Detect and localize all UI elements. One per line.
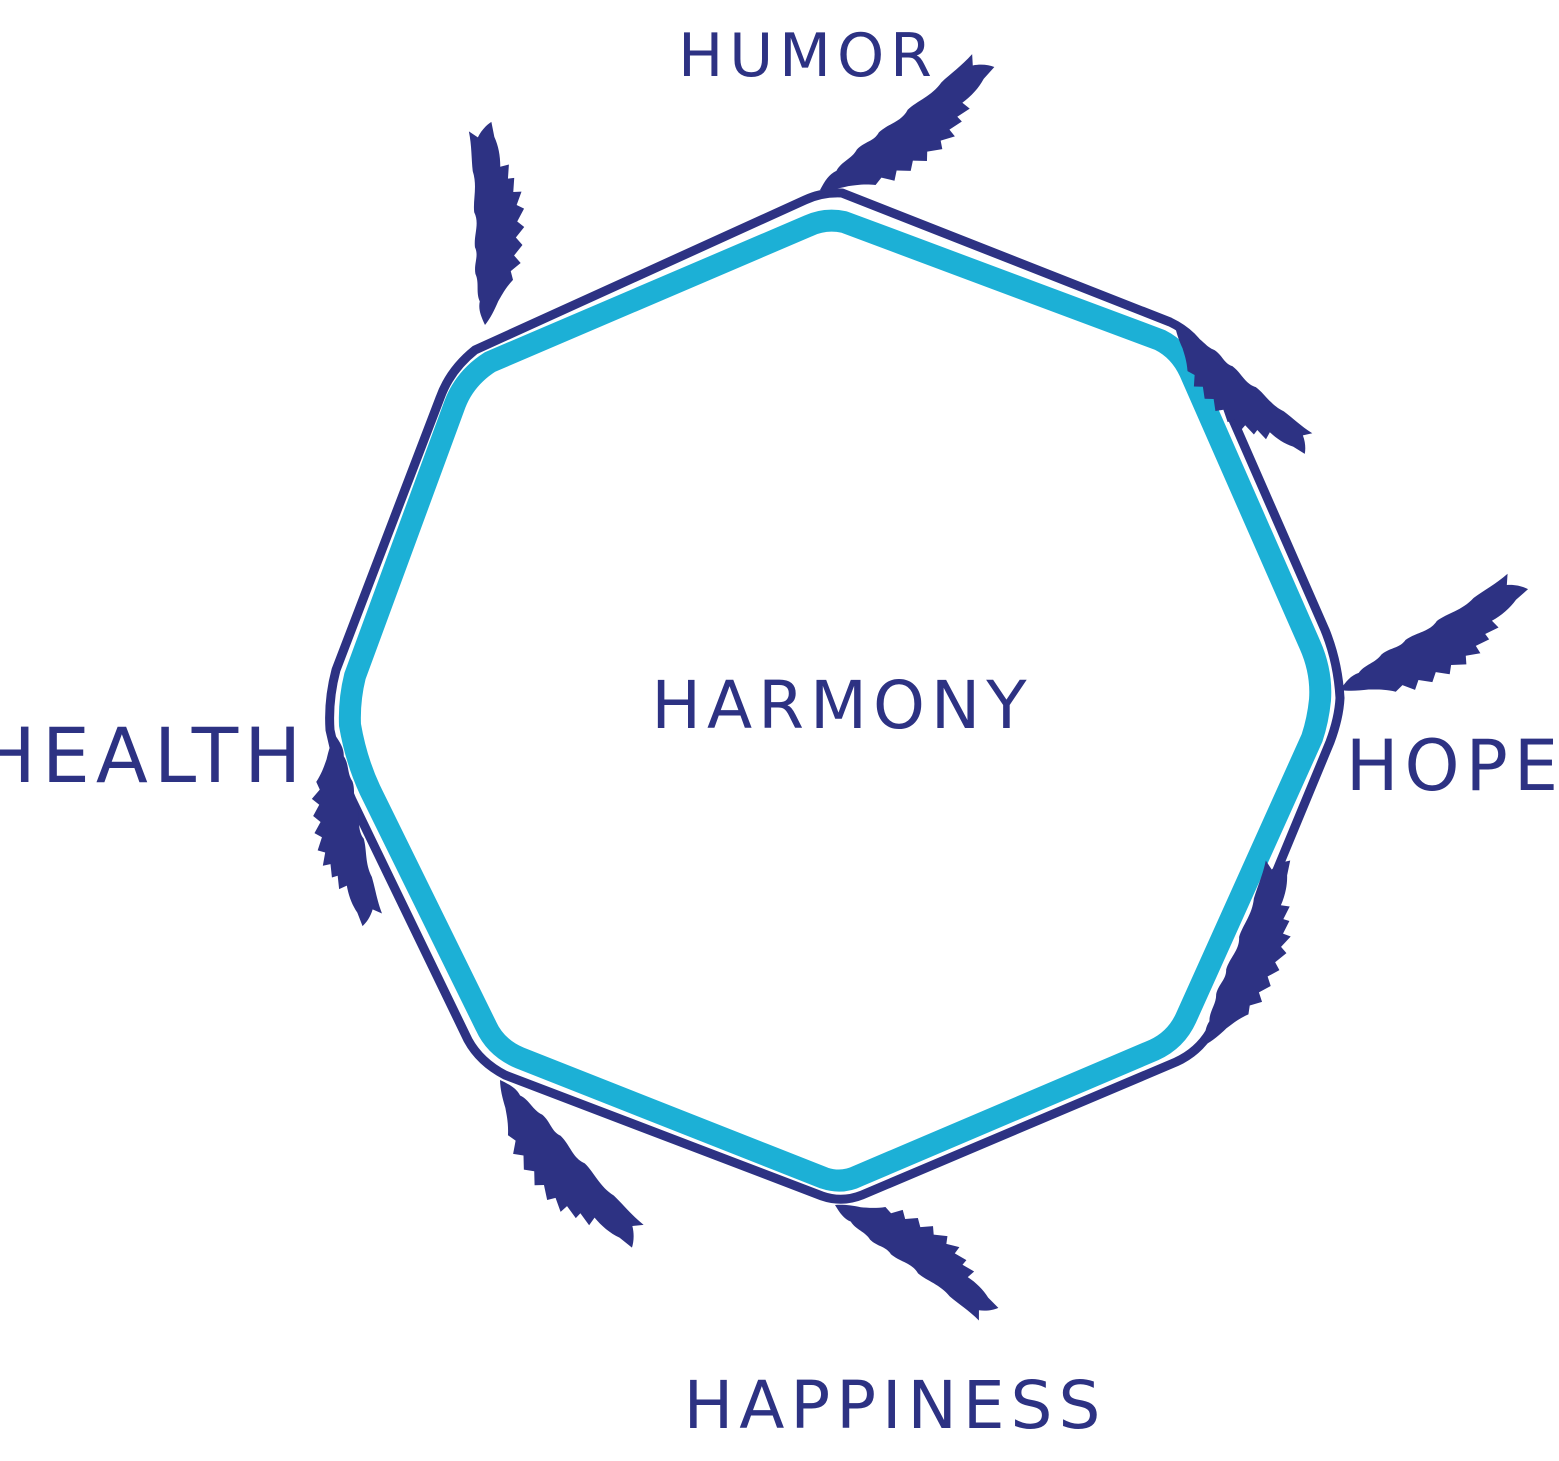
label-top: HUMOR (678, 21, 938, 91)
feather-icon (1321, 569, 1547, 712)
hoop-inner-ring (338, 209, 1332, 1192)
label-left: HEALTH (0, 711, 307, 800)
hoop-outer-ring (325, 188, 1345, 1204)
feather-icon (815, 1185, 1019, 1326)
feather-icon (307, 734, 389, 927)
label-right: HOPE (1346, 725, 1559, 807)
center-label: HARMONY (651, 667, 1032, 744)
label-bottom: HAPPINESS (684, 1367, 1107, 1444)
feather-icon (430, 117, 549, 330)
